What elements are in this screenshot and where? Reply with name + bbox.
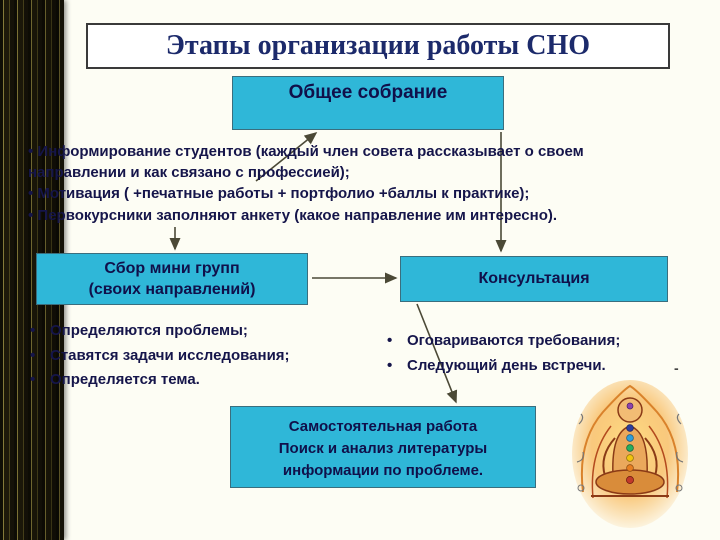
list-item: Определяются проблемы; (28, 320, 368, 343)
meditation-figure-svg (572, 380, 688, 528)
node-independent-work-line3: информации по проблеме. (282, 461, 484, 479)
node-independent-work: Самостоятельная работа Поиск и анализ ли… (230, 406, 536, 488)
node-mini-groups-line1: Сбор мини групп (104, 260, 240, 277)
list-item: Ставятся задачи исследования; (28, 345, 368, 368)
node-general-meeting: Общее собрание (232, 76, 504, 130)
node-mini-groups-line2: (своих направлений) (88, 280, 256, 298)
node-independent-work-line2: Поиск и анализ литературы (278, 439, 488, 457)
stray-dash: - (674, 360, 679, 376)
node-mini-groups: Сбор мини групп (своих направлений) (36, 253, 308, 305)
meditation-figure-image (563, 372, 697, 534)
node-consultation-label: Консультация (478, 270, 590, 287)
slide-title-box: Этапы организации работы СНО (86, 23, 670, 69)
page-title: Этапы организации работы СНО (165, 30, 591, 61)
consultation-bullet-list: Оговариваются требования; Следующий день… (385, 330, 675, 379)
list-item: Информирование студентов (каждый член со… (28, 142, 678, 183)
mini-groups-bullet-list: Определяются проблемы; Ставятся задачи и… (28, 320, 368, 394)
list-item: Первокурсники заполняют анкету (какое на… (28, 206, 678, 227)
list-item: Определяется тема. (28, 369, 368, 392)
list-item: Оговариваются требования; (385, 330, 675, 353)
node-consultation: Консультация (400, 256, 668, 302)
node-independent-work-line1: Самостоятельная работа (288, 418, 478, 435)
list-item: Следующий день встречи. (385, 355, 675, 378)
info-bullet-list: Информирование студентов (каждый член со… (28, 142, 678, 228)
node-general-meeting-label: Общее собрание (288, 82, 448, 103)
list-item: Мотивация ( +печатные работы + портфолио… (28, 184, 678, 205)
